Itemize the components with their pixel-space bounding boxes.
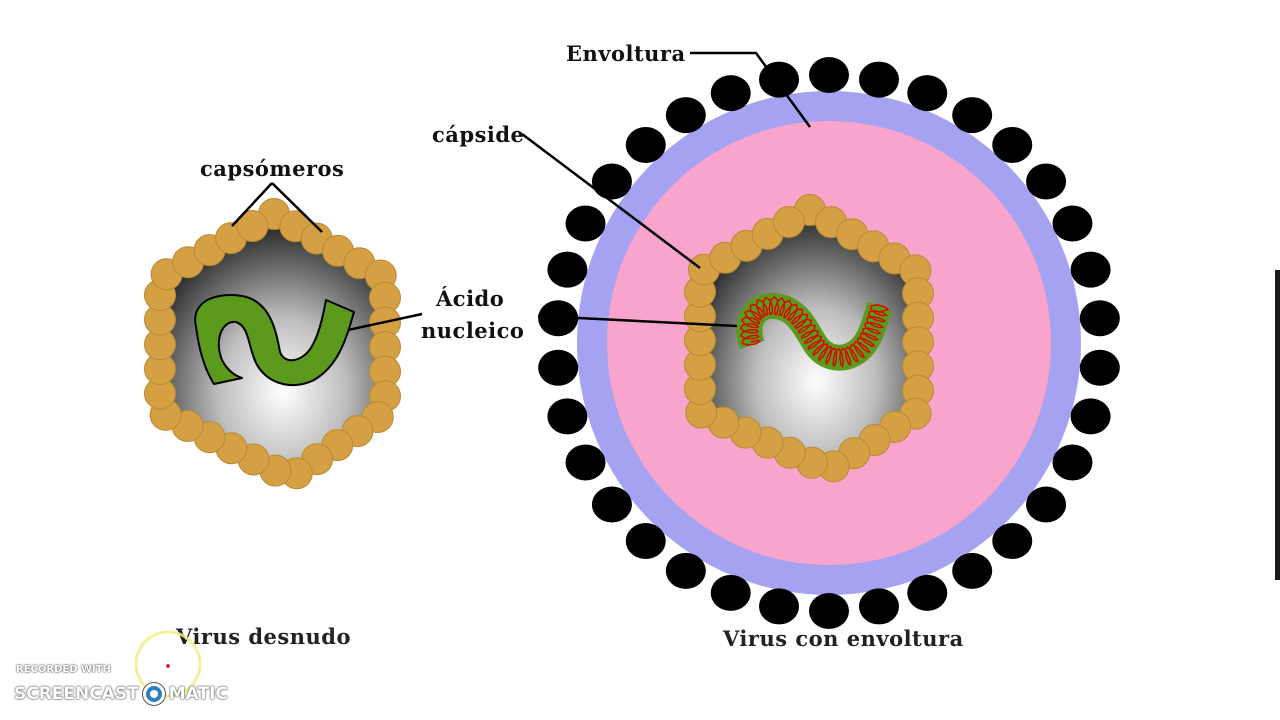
spike-head — [952, 97, 993, 134]
spike-head — [625, 523, 666, 560]
enveloped-capsomeres — [684, 194, 934, 483]
spike-head — [547, 251, 588, 288]
spike-head — [538, 300, 579, 337]
spike-head — [565, 205, 606, 242]
spike-head — [547, 398, 588, 435]
spike-head — [809, 57, 849, 93]
leader-lines — [231, 51, 812, 332]
capsomere — [772, 205, 805, 238]
watermark-brand-right: MATIC — [168, 684, 228, 704]
spike-head — [809, 593, 849, 629]
rna-coil — [739, 295, 890, 368]
enveloped-virus — [538, 57, 1120, 629]
capsomeros-leader-left — [231, 182, 273, 227]
envelope-spike-heads — [538, 57, 1120, 629]
acido-label-line1: Ácido — [435, 286, 504, 311]
capsomeros-leader-right — [271, 182, 323, 233]
enveloped-virus-caption: Virus con envoltura — [722, 626, 964, 651]
acido-label-line2: nucleico — [421, 318, 524, 343]
spike-head — [992, 126, 1033, 163]
right-edge-bar — [1275, 270, 1280, 580]
naked-nucleic-acid — [194, 294, 355, 387]
watermark-recorded-with: RECORDED WITH — [16, 664, 111, 675]
spike-head — [1079, 300, 1120, 337]
spike-head — [625, 126, 666, 163]
spike-head — [952, 552, 993, 589]
spike-head — [1052, 444, 1093, 481]
spike-head — [538, 349, 579, 386]
spike-head — [665, 552, 706, 589]
naked-virus-caption: Virus desnudo — [175, 624, 351, 649]
capside-label: cápside — [432, 122, 524, 147]
acido-leader-enveloped — [537, 314, 738, 328]
spike-head — [1079, 349, 1120, 386]
spike-head — [858, 61, 899, 98]
spike-head — [858, 588, 899, 625]
capsomeros-label: capsómeros — [200, 156, 344, 181]
spike-head — [759, 588, 800, 625]
acido-leader-naked — [347, 312, 423, 332]
capside-leader — [521, 133, 701, 269]
envoltura-leader — [690, 51, 812, 128]
spike-head — [565, 444, 606, 481]
spike-head — [907, 75, 948, 112]
watermark-brand-left: SCREENCAST — [14, 684, 139, 704]
spike-head — [907, 574, 948, 611]
envoltura-label: Envoltura — [566, 41, 686, 66]
naked-capsomeres — [144, 198, 401, 490]
spike-head — [1070, 398, 1111, 435]
capsomere — [236, 210, 269, 243]
spike-head — [1070, 251, 1111, 288]
spike-head — [1052, 205, 1093, 242]
spike-head — [591, 486, 632, 523]
screencast-logo-icon — [141, 682, 166, 706]
naked-virus — [144, 198, 401, 490]
watermark-brand: SCREENCAST MATIC — [14, 681, 228, 707]
spike-head — [1026, 163, 1067, 200]
spike-head — [992, 523, 1033, 560]
spike-head — [1026, 486, 1067, 523]
cursor-highlight — [134, 630, 202, 698]
spike-head — [591, 163, 632, 200]
spike-head — [710, 574, 751, 611]
screencast-watermark: RECORDED WITH SCREENCAST MATIC — [14, 664, 244, 714]
spike-head — [710, 75, 751, 112]
spike-head — [665, 97, 706, 134]
